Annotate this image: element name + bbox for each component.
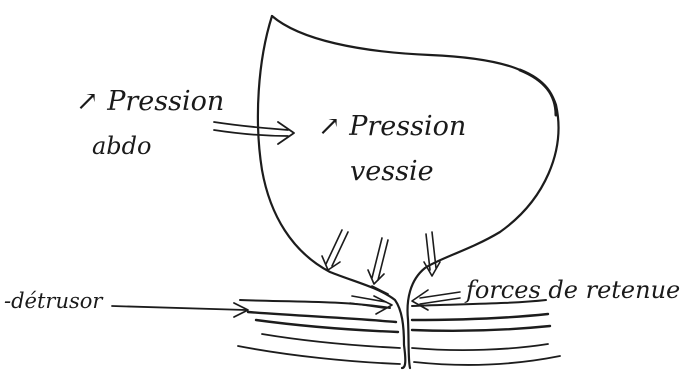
retention-arrow-right [412, 290, 460, 310]
bladder-outline-emphasis [520, 70, 556, 115]
pelvic-line-left-1 [240, 300, 390, 308]
abdominal-pressure-label-line1: ↗ Pression [76, 86, 224, 117]
abdominal-pressure-arrow [214, 122, 294, 144]
pelvic-line-right-4 [412, 344, 548, 350]
downward-pressure-arrow-3 [424, 232, 440, 276]
retention-forces-label: forces de retenue [464, 276, 680, 304]
downward-pressure-arrow-1 [322, 230, 348, 270]
pelvic-line-right-3 [412, 326, 550, 331]
pelvic-line-left-2 [248, 312, 396, 322]
detrusor-pointer-arrow [112, 303, 248, 317]
bladder-pressure-label-line2: vessie [350, 156, 434, 187]
pelvic-line-left-4 [262, 334, 400, 348]
retention-arrow-upper-left [372, 286, 388, 294]
bladder-outline-right [272, 16, 558, 368]
pelvic-line-left-3 [256, 320, 398, 332]
abdominal-pressure-label-line2: abdo [92, 132, 151, 160]
pelvic-line-left-5 [238, 346, 400, 364]
downward-pressure-arrow-2 [368, 238, 388, 284]
detrusor-label: -détrusor [4, 289, 104, 313]
pelvic-line-right-2 [412, 314, 548, 320]
bladder-pressure-label-line1: ↗ Pression [318, 111, 466, 142]
pelvic-line-right-5 [414, 356, 560, 365]
